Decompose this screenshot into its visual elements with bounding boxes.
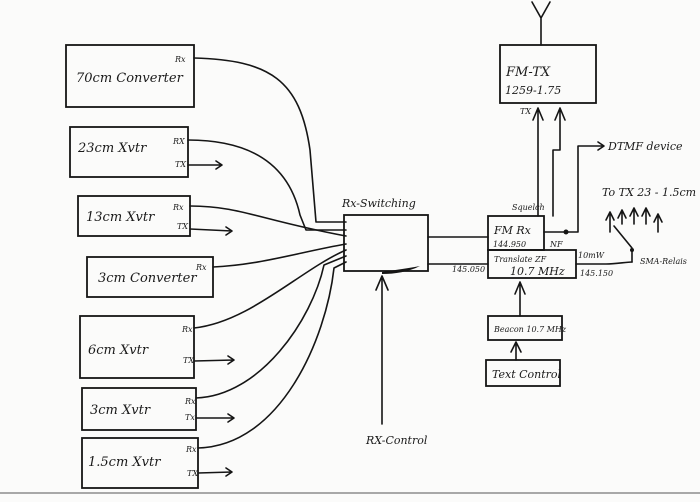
block-13cm-xvtr: 13cm Xvtr Rx TX xyxy=(77,195,191,237)
rx-label: Rx xyxy=(174,55,186,64)
block-beacon: Beacon 10.7 MHz xyxy=(487,281,567,341)
textcontrol-label: Text Control xyxy=(492,368,562,381)
antenna xyxy=(531,1,551,46)
rx-control-label: RX-Control xyxy=(365,434,428,447)
tx-label: TX xyxy=(175,160,186,169)
block-fm-tx: FM-TX 1259-1.75 TX xyxy=(499,44,597,116)
fmtx-tx: TX xyxy=(520,107,531,116)
translate-label: Translate ZF xyxy=(494,255,547,264)
totx-label: To TX 23 - 1.5cm xyxy=(602,186,696,199)
translate-in-freq: 145.050 xyxy=(452,265,485,274)
rx-label: RX xyxy=(172,137,185,146)
rx-wires xyxy=(187,57,347,449)
block-label: 23cm Xvtr xyxy=(77,141,147,156)
block-fm-rx: Squelch FM Rx 144.950 NF xyxy=(487,203,563,251)
rx-label: Rx xyxy=(184,397,196,406)
fmtx-title: FM-TX xyxy=(505,65,551,80)
beacon-label: Beacon 10.7 MHz xyxy=(493,325,567,334)
rx-label: Rx xyxy=(195,263,207,272)
tx-relay-switch: To TX 23 - 1.5cm SMA-Relais xyxy=(602,186,696,266)
fmrx-to-fmtx xyxy=(532,107,566,217)
dtmf-label: DTMF device xyxy=(607,140,683,153)
fmrx-freq: 144.950 xyxy=(493,240,526,249)
block-text-control: Text Control xyxy=(485,341,562,387)
tx-label: TX xyxy=(183,356,194,365)
block-3cm-xvtr: 3cm Xvtr Rx Tx xyxy=(81,387,197,431)
block-label: Rx-Switching xyxy=(341,197,416,210)
block-label: 13cm Xvtr xyxy=(86,210,155,225)
fmtx-freq: 1259-1.75 xyxy=(505,84,561,97)
block-label: 3cm Converter xyxy=(98,271,197,286)
block-70cm-converter: 70cm Converter Rx xyxy=(65,44,195,108)
relais-label: SMA-Relais xyxy=(640,257,687,266)
rx-label: Rx xyxy=(172,203,184,212)
rx-control-signal: RX-Control xyxy=(365,266,428,447)
translate-to-relay xyxy=(575,261,633,265)
block-23cm-xvtr: 23cm Xvtr RX TX xyxy=(69,126,189,178)
squelch-label: Squelch xyxy=(512,203,545,212)
translate-out-freq: 145.150 xyxy=(580,269,613,278)
block-rx-switching: Rx-Switching xyxy=(341,197,429,272)
nf-to-dtmf: DTMF device xyxy=(543,140,683,235)
translate-out-power: 10mW xyxy=(578,251,605,260)
tx-label: Tx xyxy=(185,413,195,422)
block-label: 6cm Xvtr xyxy=(88,343,149,358)
tx-label: TX xyxy=(187,469,198,478)
block-label: 1.5cm Xvtr xyxy=(88,455,161,470)
tx-stub-lines xyxy=(187,160,235,477)
fmrx-title: FM Rx xyxy=(493,224,532,237)
block-3cm-converter: 3cm Converter Rx xyxy=(86,256,214,298)
block-6cm-xvtr: 6cm Xvtr Rx TX xyxy=(79,315,195,379)
rx-label: Rx xyxy=(181,325,193,334)
translate-freq: 10.7 MHz xyxy=(510,265,565,278)
nf-label: NF xyxy=(549,240,563,249)
rx-label: Rx xyxy=(185,445,197,454)
tx-label: TX xyxy=(177,222,188,231)
block-1-5cm-xvtr: 1.5cm Xvtr Rx TX xyxy=(81,437,199,489)
block-label: 70cm Converter xyxy=(76,71,184,86)
block-label: 3cm Xvtr xyxy=(90,403,151,418)
